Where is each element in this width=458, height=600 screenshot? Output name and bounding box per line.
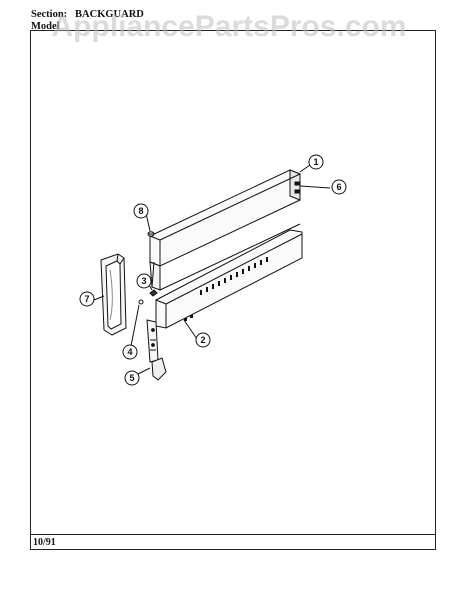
section-value: BACKGUARD	[75, 9, 144, 20]
callout-label: 2	[200, 335, 205, 345]
section-header: Section: BACKGUARD	[31, 9, 144, 21]
screw-part-3	[149, 289, 158, 297]
callout-5: 5	[124, 370, 140, 386]
callout-circle	[124, 370, 140, 386]
callout-7: 7	[79, 291, 95, 307]
footer-divider	[30, 534, 435, 535]
watermark-text: AppliancePartsPros.com	[51, 10, 406, 43]
footer-date: 10/91	[33, 537, 56, 548]
callout-1: 1	[308, 154, 324, 170]
pin-part-4	[138, 299, 144, 305]
callouts: 1 6 8 3 2 7 4 5	[79, 154, 347, 386]
callout-label: 8	[138, 206, 143, 216]
mounting-bracket	[146, 319, 167, 381]
model-label: Model	[31, 21, 60, 32]
callout-circle	[122, 344, 138, 360]
backguard-upper-panel	[149, 169, 301, 291]
callout-label: 1	[313, 157, 318, 167]
vent-slots	[184, 257, 268, 321]
end-cap	[100, 253, 127, 336]
callout-8: 8	[133, 203, 149, 219]
callout-label: 3	[141, 276, 146, 286]
model-header: Model	[31, 21, 60, 33]
callout-label: 5	[129, 373, 134, 383]
callout-circle	[308, 154, 324, 170]
callout-circle	[195, 332, 211, 348]
callout-3: 3	[136, 273, 152, 289]
callout-label: 4	[127, 347, 132, 357]
screw-part-8	[147, 231, 155, 237]
callout-label: 7	[84, 294, 89, 304]
leader-lines	[93, 164, 331, 378]
callout-6: 6	[331, 179, 347, 195]
callout-circle	[79, 291, 95, 307]
diagram-frame	[30, 30, 436, 550]
callout-4: 4	[122, 344, 138, 360]
callout-circle	[136, 273, 152, 289]
callout-2: 2	[195, 332, 211, 348]
callout-label: 6	[336, 182, 341, 192]
callout-circle	[331, 179, 347, 195]
callout-circle	[133, 203, 149, 219]
section-label: Section:	[31, 9, 68, 20]
